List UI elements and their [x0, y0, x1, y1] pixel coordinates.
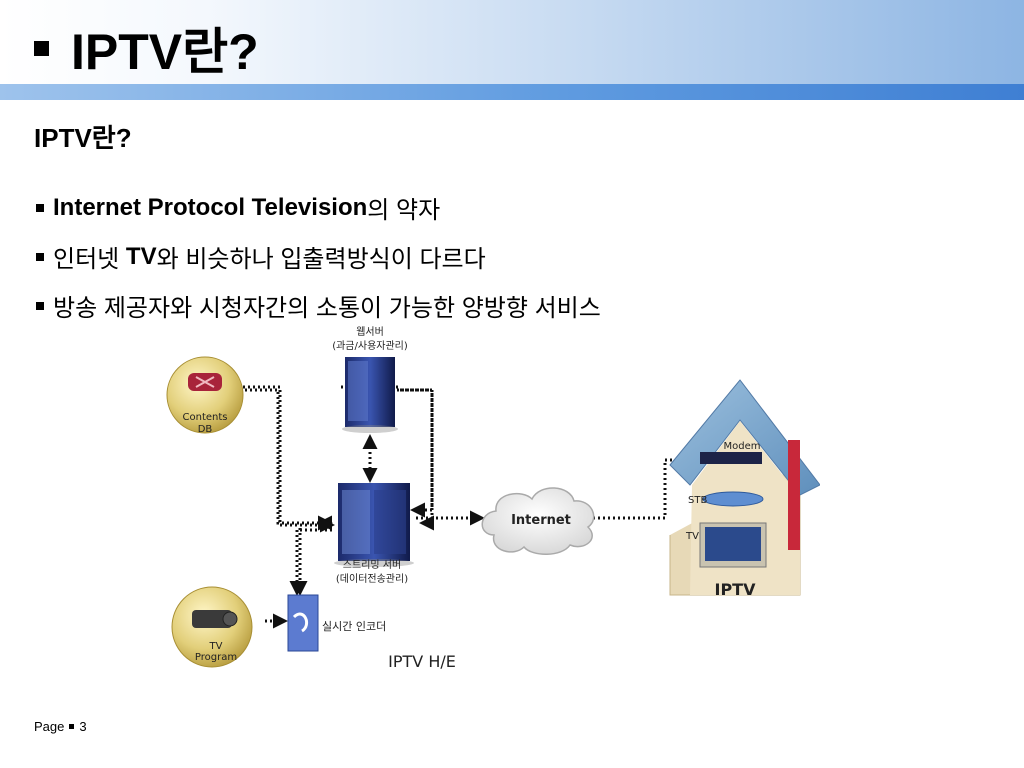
- slide-title: IPTV란?: [34, 12, 259, 84]
- square-bullet-icon: [34, 40, 49, 56]
- bullet-list: Internet Protocol Television 의 약자 인터넷 TV…: [36, 183, 601, 330]
- contents-db-label-line1: Contents: [183, 412, 228, 423]
- encoder-node: 실시간 인코더: [287, 594, 386, 652]
- tv-program-label-line2: Program: [195, 652, 237, 663]
- encoder-label: 실시간 인코더: [322, 620, 386, 633]
- bullet-item: Internet Protocol Television 의 약자: [36, 183, 601, 232]
- tv-program-label-line1: TV: [209, 641, 223, 652]
- bullet-bold-text: Internet Protocol Television: [53, 193, 368, 221]
- page-number: 3: [79, 719, 87, 734]
- square-bullet-icon: [36, 301, 44, 310]
- web-server-desc: (과금/사용자관리): [332, 340, 408, 352]
- page-footer: Page 3: [34, 719, 87, 734]
- streaming-server-label: 스트리밍 서버: [343, 559, 401, 571]
- web-server-node: 웹서버 (과금/사용자관리): [332, 326, 408, 433]
- slide-subtitle: IPTV란?: [34, 123, 132, 153]
- internet-label: Internet: [511, 513, 571, 528]
- bullet-text: 와 비슷하나 입출력방식이 다르다: [156, 246, 486, 273]
- iptv-home-node: Modem STB TV IPTV: [669, 379, 820, 599]
- streaming-server-node: 스트리밍 서버 (데이터전송관리): [334, 483, 414, 585]
- bullet-bold-text: TV: [125, 242, 157, 270]
- iptv-he-label: IPTV H/E: [388, 652, 456, 671]
- header-accent-bar: [0, 84, 1024, 100]
- contents-db-node: Contents DB: [166, 356, 244, 435]
- connection-lines: [235, 385, 705, 629]
- bullet-text: 방송 제공자와 시청자간의 소통이 가능한 양방향 서비스: [53, 295, 601, 322]
- bullet-pre-text: 인터넷: [53, 246, 126, 273]
- streaming-server-desc: (데이터전송관리): [336, 573, 408, 585]
- square-bullet-icon: [36, 203, 44, 212]
- bullet-text: 의 약자: [367, 197, 441, 224]
- bullet-item: 방송 제공자와 시청자간의 소통이 가능한 양방향 서비스: [36, 281, 601, 330]
- slide-title-text: IPTV란?: [71, 24, 259, 80]
- footer-label: Page: [34, 719, 65, 734]
- stb-label: STB: [688, 495, 707, 506]
- contents-db-label-line2: DB: [198, 424, 213, 435]
- internet-cloud-node: Internet: [481, 487, 595, 555]
- tv-program-node: TV Program: [171, 586, 253, 668]
- iptv-home-label: IPTV: [715, 580, 757, 599]
- iptv-architecture-diagram: Contents DB 웹서버 (과금/사용자관리) 스트리밍 서버 (데이터전…: [166, 326, 820, 671]
- header-background: [0, 0, 1024, 84]
- square-bullet-icon: [36, 252, 44, 261]
- db-to-streaming-line: [238, 385, 335, 596]
- web-server-label: 웹서버: [356, 326, 384, 338]
- modem-label: Modem: [724, 441, 761, 452]
- square-bullet-icon: [69, 724, 75, 729]
- bullet-item: 인터넷 TV 와 비슷하나 입출력방식이 다르다: [36, 232, 601, 281]
- tv-label: TV: [685, 531, 699, 542]
